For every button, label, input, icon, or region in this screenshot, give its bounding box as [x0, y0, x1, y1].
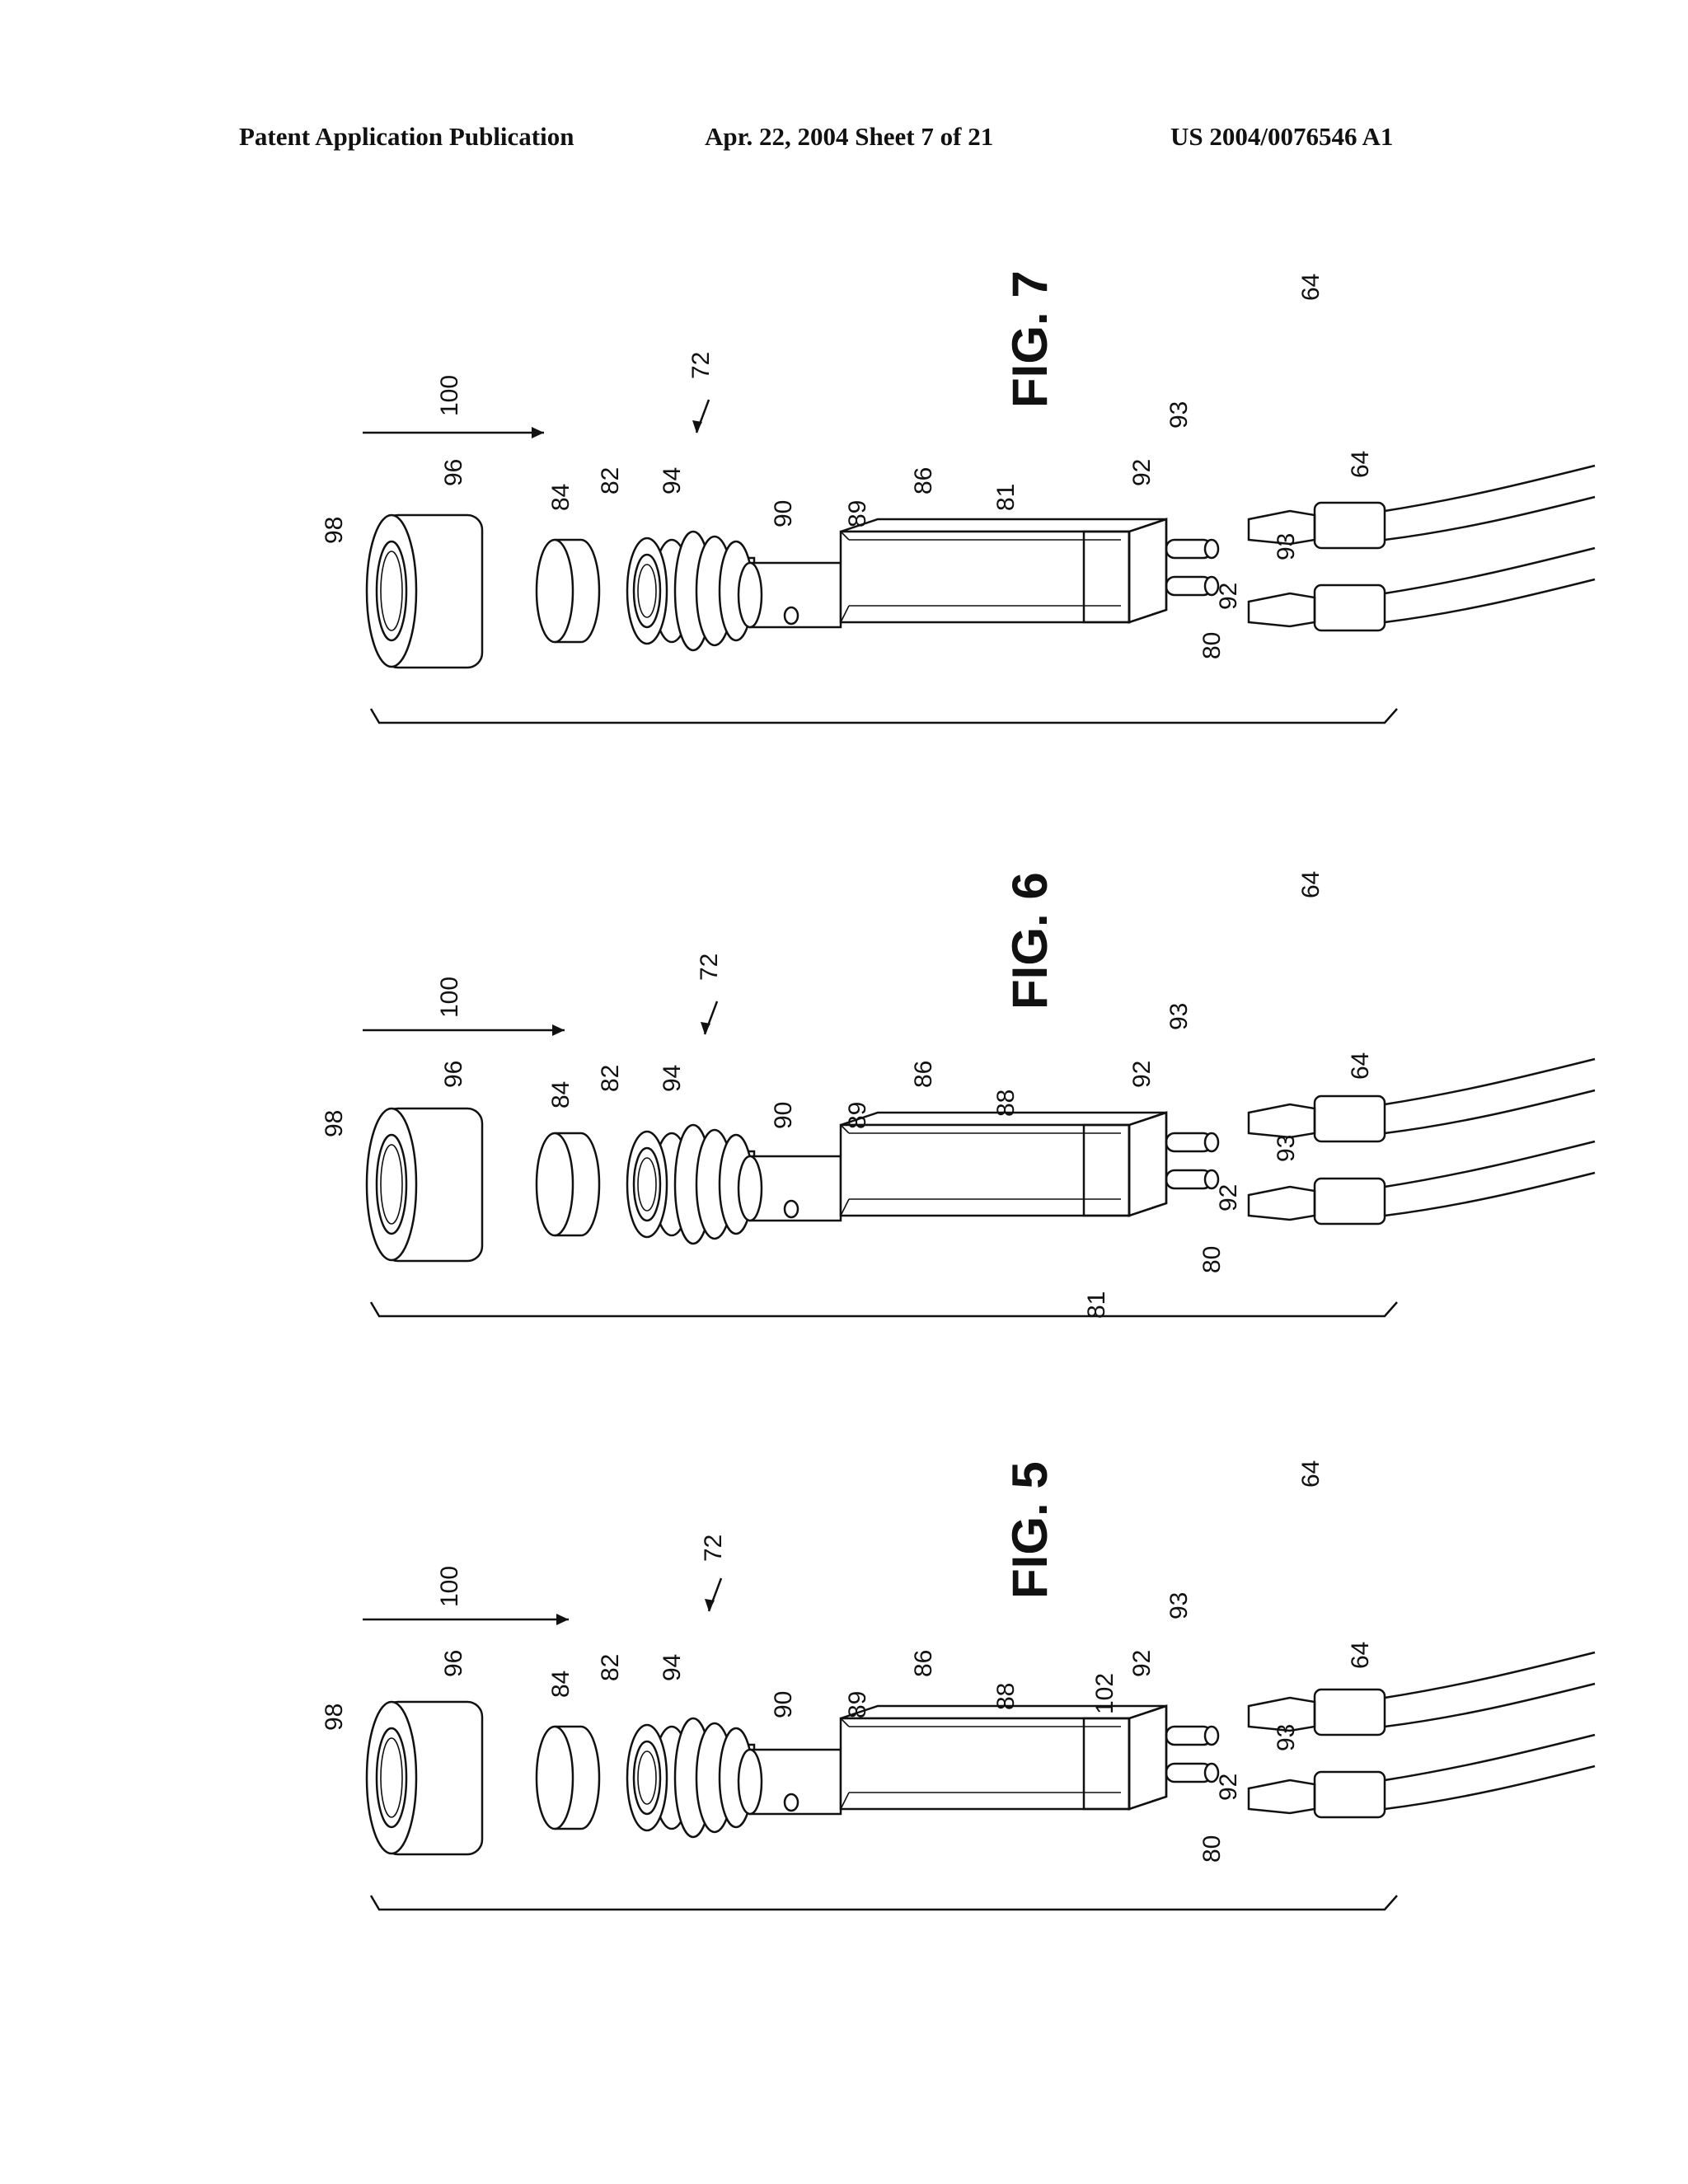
- figure-title: FIG. 7: [1002, 270, 1057, 408]
- label-82: 82: [597, 467, 624, 494]
- label-81: 81: [992, 484, 1020, 511]
- label-100: 100: [436, 977, 463, 1018]
- label-64: 64: [1347, 451, 1374, 478]
- page-header: Patent Application Publication Apr. 22, …: [239, 122, 1475, 155]
- label-64: 64: [1297, 274, 1325, 301]
- label-93: 93: [1165, 1003, 1193, 1030]
- label-72: 72: [696, 954, 723, 981]
- label-88: 88: [992, 1090, 1020, 1117]
- figure-7: FIG. 7 98 96 84 82 94 90 89 86 81 80 92 …: [321, 270, 1597, 724]
- label-64: 64: [1347, 1642, 1374, 1669]
- label-100: 100: [436, 375, 463, 416]
- label-98: 98: [321, 1110, 348, 1137]
- label-84: 84: [547, 484, 574, 511]
- label-93: 93: [1273, 1724, 1300, 1751]
- label-86: 86: [910, 1061, 937, 1088]
- label-80: 80: [1198, 1835, 1226, 1863]
- label-64: 64: [1347, 1052, 1374, 1080]
- label-102: 102: [1091, 1673, 1118, 1714]
- label-64: 64: [1297, 871, 1325, 898]
- label-94: 94: [659, 1654, 686, 1681]
- label-92: 92: [1215, 583, 1242, 610]
- label-82: 82: [597, 1065, 624, 1092]
- label-84: 84: [547, 1081, 574, 1108]
- label-100: 100: [436, 1566, 463, 1607]
- header-date-sheet: Apr. 22, 2004 Sheet 7 of 21: [705, 122, 994, 151]
- label-96: 96: [440, 1650, 467, 1677]
- label-92: 92: [1215, 1184, 1242, 1212]
- label-96: 96: [440, 1061, 467, 1088]
- label-81: 81: [1083, 1291, 1110, 1319]
- label-89: 89: [844, 500, 871, 527]
- label-94: 94: [659, 1065, 686, 1092]
- label-98: 98: [321, 1704, 348, 1731]
- label-64: 64: [1297, 1460, 1325, 1488]
- figure-5: FIG. 5 98 96 84 82 94 90 89 86 88 102 80…: [321, 1460, 1597, 1911]
- label-98: 98: [321, 517, 348, 544]
- label-89: 89: [844, 1691, 871, 1718]
- label-80: 80: [1198, 1246, 1226, 1273]
- label-93: 93: [1273, 533, 1300, 560]
- figure-title: FIG. 6: [1002, 872, 1057, 1010]
- label-90: 90: [770, 1691, 797, 1718]
- header-publication: Patent Application Publication: [239, 122, 574, 151]
- label-72: 72: [700, 1535, 727, 1562]
- label-92: 92: [1215, 1774, 1242, 1801]
- label-72: 72: [687, 352, 715, 379]
- label-90: 90: [770, 500, 797, 527]
- label-93: 93: [1165, 401, 1193, 429]
- label-93: 93: [1273, 1135, 1300, 1162]
- label-84: 84: [547, 1671, 574, 1698]
- label-80: 80: [1198, 632, 1226, 659]
- label-86: 86: [910, 467, 937, 494]
- label-96: 96: [440, 459, 467, 486]
- figure-title: FIG. 5: [1002, 1461, 1057, 1599]
- label-92: 92: [1128, 1650, 1156, 1677]
- label-92: 92: [1128, 1061, 1156, 1088]
- label-92: 92: [1128, 459, 1156, 486]
- label-89: 89: [844, 1102, 871, 1129]
- header-patent-number: US 2004/0076546 A1: [1170, 122, 1394, 151]
- figure-6: FIG. 6 98 96 84 82 94 90 89 86 88 81 80 …: [321, 871, 1597, 1319]
- label-90: 90: [770, 1102, 797, 1129]
- label-86: 86: [910, 1650, 937, 1677]
- label-82: 82: [597, 1654, 624, 1681]
- label-93: 93: [1165, 1592, 1193, 1619]
- label-94: 94: [659, 467, 686, 494]
- label-88: 88: [992, 1683, 1020, 1710]
